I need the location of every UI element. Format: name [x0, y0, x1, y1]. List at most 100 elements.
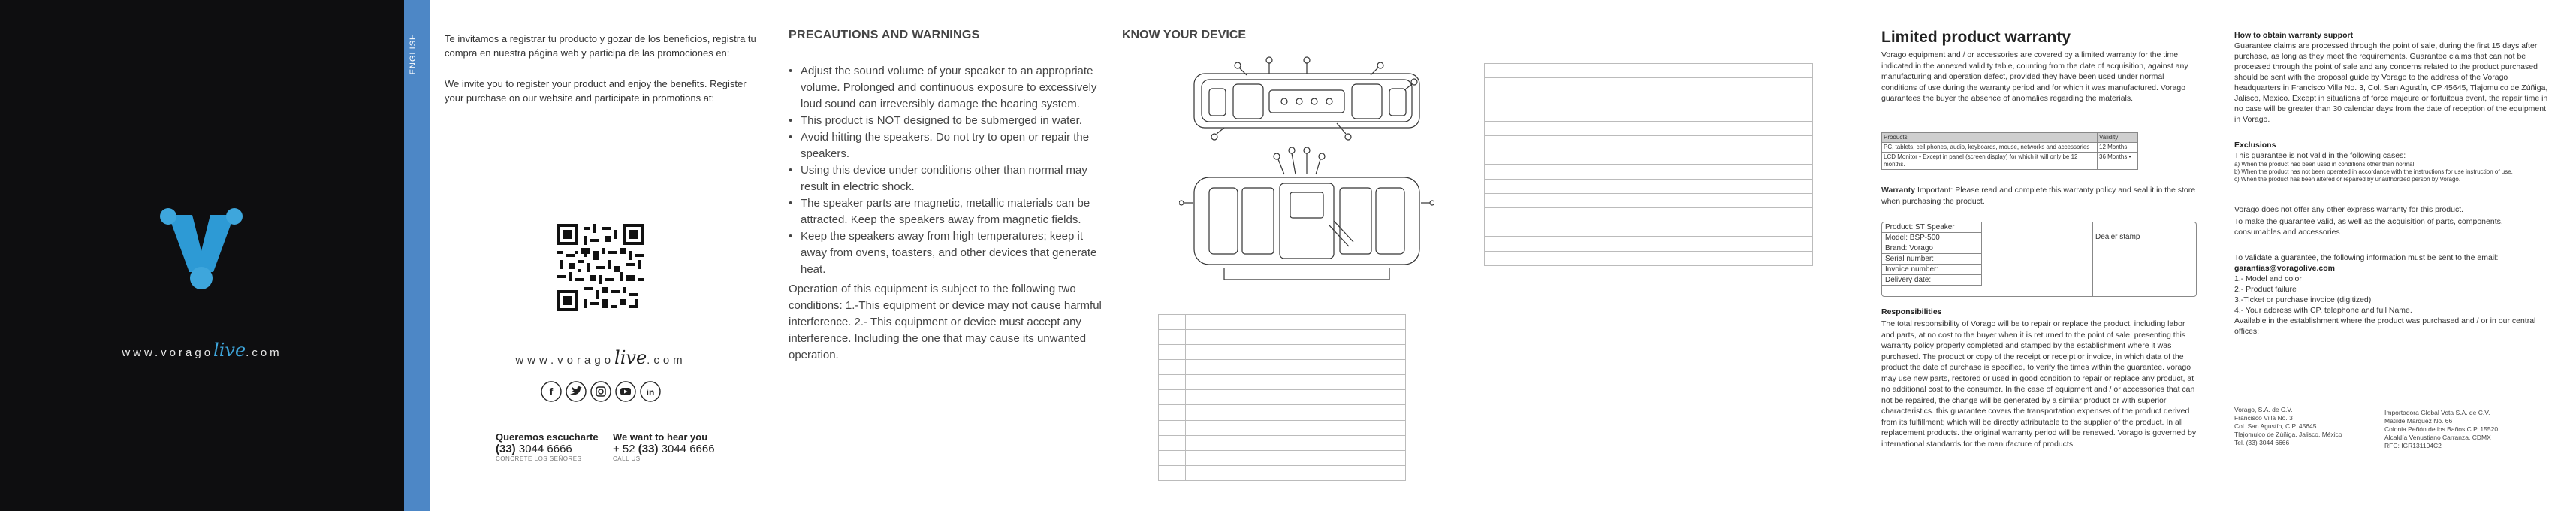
contact-english-phone[interactable]: + 52 (33) 3044 6666 [613, 443, 715, 455]
table-row [1484, 92, 1813, 107]
qr-code[interactable] [557, 224, 644, 311]
table-row [1484, 62, 1813, 79]
table-cell [1555, 135, 1813, 151]
table-cell [1484, 106, 1555, 122]
form-brand: Brand: Vorago [1882, 243, 1982, 254]
precautions-title: PRECAUTIONS AND WARNINGS [789, 29, 980, 41]
table-cell [1185, 419, 1406, 436]
table-cell [1185, 359, 1406, 376]
warranty-form: Product: ST Speaker Model: BSP-500 Brand… [1881, 222, 2197, 297]
table-cell [1484, 192, 1555, 209]
table-cell [1484, 207, 1555, 223]
table-cell [1555, 164, 1813, 180]
table-cell [1158, 434, 1186, 451]
table-cell [1158, 359, 1186, 376]
table-cell [1158, 449, 1186, 466]
address-line: Col. San Agustín, C.P. 45645 [2234, 422, 2317, 430]
address-importer: Importadora Global Vota S.A. de C.V. Mat… [2384, 409, 2527, 450]
table-cell [1185, 389, 1406, 406]
precautions-list: Adjust the sound volume of your speaker … [789, 63, 1112, 278]
table-cell [1185, 464, 1406, 482]
speaker-top-view [1193, 56, 1420, 141]
table-cell [1158, 329, 1186, 346]
cover-website[interactable]: www.voragolive.com [0, 340, 404, 361]
instagram-icon[interactable] [590, 381, 611, 402]
validate-step: 4.- Your address with CP, telephone and … [2234, 306, 2412, 315]
table-row [1158, 344, 1406, 361]
table-row [1484, 77, 1813, 93]
table-cell [1555, 120, 1813, 137]
form-invoice-number[interactable]: Invoice number: [1882, 265, 1982, 275]
contact-spanish-phone[interactable]: (33) 3044 6666 [496, 443, 572, 455]
table-cell [1484, 135, 1555, 151]
table-cell [1555, 236, 1813, 252]
validity-table: Products Validity PC, tablets, cell phon… [1881, 132, 2138, 170]
exclusion-item: c) When the product has been altered or … [2234, 176, 2461, 183]
table-cell [1185, 344, 1406, 361]
table-row [1158, 419, 1406, 436]
svg-text:in: in [647, 387, 655, 398]
form-delivery-date[interactable]: Delivery date: [1882, 275, 1982, 286]
warranty-email[interactable]: garantias@voragolive.com [2234, 264, 2335, 273]
warranty-intro: Vorago equipment and / or accessories ar… [1881, 50, 2188, 103]
twitter-icon[interactable] [566, 381, 587, 402]
language-label: ENGLISH [409, 33, 418, 75]
address-line: Matilde Márquez No. 66 [2384, 417, 2453, 425]
table-row [1484, 150, 1813, 165]
intro-english: We invite you to register your product a… [445, 78, 747, 104]
vorago-v-logo [160, 208, 243, 289]
table-cell [1484, 62, 1555, 79]
table-row [1158, 464, 1406, 482]
address-line: Tlajomulco de Zúñiga, Jalisco, México [2234, 431, 2342, 438]
contact-spanish-title: Queremos escucharte [496, 431, 599, 443]
address-line: RFC: IGR131104C2 [2384, 442, 2442, 449]
linkedin-icon[interactable]: in [640, 381, 661, 402]
panel2-website-suffix: .com [647, 354, 686, 367]
interference-notice: Operation of this equipment is subject t… [789, 283, 1102, 361]
warranty-important-text: Important: Please read and complete this… [1881, 186, 2196, 206]
table-cell [1185, 434, 1406, 451]
table-row [1484, 207, 1813, 223]
validity-head-validity: Validity [2097, 132, 2138, 143]
validity-product: LCD Monitor • Except in panel (screen di… [1881, 152, 2098, 170]
make-valid-text: To make the guarantee valid, as well as … [2234, 217, 2503, 237]
form-serial-number[interactable]: Serial number: [1882, 254, 1982, 265]
address-line: Vorago, S.A. de C.V. [2234, 406, 2293, 413]
contact-english: We want to hear you + 52 (33) 3044 6666 … [613, 431, 725, 462]
svg-text:f: f [550, 386, 554, 398]
table-row [1484, 164, 1813, 180]
form-model: Model: BSP-500 [1882, 233, 1982, 243]
table-row [1158, 329, 1406, 346]
table-row [1158, 389, 1406, 406]
youtube-icon[interactable] [615, 381, 636, 402]
table-row [1484, 120, 1813, 137]
table-cell [1484, 150, 1555, 165]
exclusion-item: b) When the product has not been operate… [2234, 168, 2513, 175]
exclusions-title: Exclusions [2234, 141, 2276, 150]
warranty-support-title: How to obtain warranty support [2234, 31, 2354, 40]
validate-step: 2.- Product failure [2234, 285, 2297, 294]
contact-english-title: We want to hear you [613, 431, 708, 443]
language-strip [404, 0, 430, 511]
table-cell [1158, 374, 1186, 391]
address-vorago: Vorago, S.A. de C.V. Francisco Villa No.… [2234, 406, 2362, 447]
social-icons: f in [539, 379, 667, 404]
notes-table [1484, 62, 1813, 267]
form-divider [2092, 222, 2093, 296]
available-text: Available in the establishment where the… [2234, 316, 2536, 336]
no-other-warranty: Vorago does not offer any other express … [2234, 205, 2464, 214]
facebook-icon[interactable]: f [541, 381, 562, 402]
cover-website-prefix: www.vorago [122, 346, 214, 359]
table-cell [1484, 120, 1555, 137]
table-cell [1484, 222, 1555, 237]
table-cell [1484, 164, 1555, 180]
panel2-website[interactable]: www.voragolive.com [451, 347, 751, 368]
table-row [1158, 359, 1406, 376]
table-cell [1555, 222, 1813, 237]
table-row [1484, 222, 1813, 237]
table-cell [1484, 250, 1555, 267]
panel2-website-live: live [614, 347, 647, 368]
table-cell [1185, 313, 1406, 331]
table-row [1158, 449, 1406, 466]
table-cell [1555, 192, 1813, 209]
